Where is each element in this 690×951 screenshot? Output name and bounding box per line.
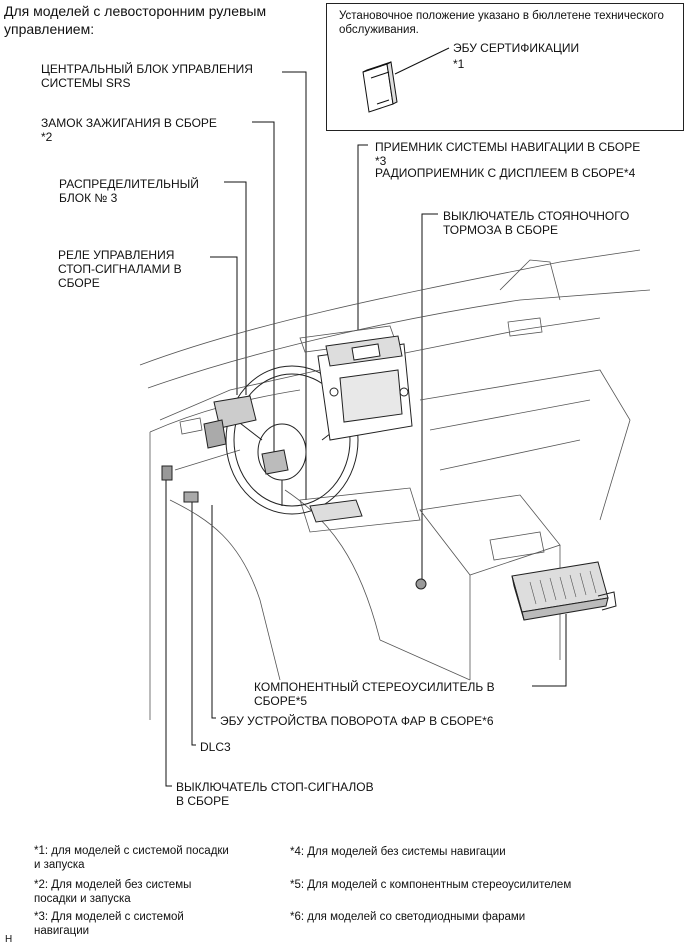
label-nav-receiver: ПРИЕМНИК СИСТЕМЫ НАВИГАЦИИ В СБОРЕ *3: [375, 140, 641, 168]
label-ignition-switch: ЗАМОК ЗАЖИГАНИЯ В СБОРЕ *2: [41, 116, 217, 144]
inset-box: Установочное положение указано в бюллете…: [326, 3, 684, 131]
label-stereo-amplifier: КОМПОНЕНТНЫЙ СТЕРЕОУСИЛИТЕЛЬ В СБОРЕ*5: [254, 680, 495, 708]
footnote-5: *5: Для моделей с компонентным стереоуси…: [290, 879, 572, 891]
footnote-6: *6: для моделей со светодиодными фарами: [290, 911, 526, 923]
inset-part-label: ЭБУ СЕРТИФИКАЦИИ: [453, 41, 580, 55]
label-radio-receiver: РАДИОПРИЕМНИК С ДИСПЛЕЕМ В СБОРЕ*4: [375, 166, 636, 180]
label-dlc3: DLC3: [200, 740, 231, 754]
label-parking-brake-switch: ВЫКЛЮЧАТЕЛЬ СТОЯНОЧНОГО ТОРМОЗА В СБОРЕ: [443, 209, 630, 237]
corner-mark: H: [5, 934, 13, 945]
footnote-4: *4: Для моделей без системы навигации: [290, 846, 506, 858]
label-headlamp-swivel-ecu: ЭБУ УСТРОЙСТВА ПОВОРОТА ФАР В СБОРЕ*6: [220, 714, 494, 728]
label-stop-lamp-switch: ВЫКЛЮЧАТЕЛЬ СТОП-СИГНАЛОВ В СБОРЕ: [176, 780, 374, 808]
inset-part-mark: *1: [453, 57, 465, 71]
footnote-2: *2: Для моделей без системы посадки и за…: [34, 879, 192, 905]
inset-note: Установочное положение указано в бюллете…: [339, 10, 664, 36]
label-srs-unit: ЦЕНТРАЛЬНЫЙ БЛОК УПРАВЛЕНИЯ СИСТЕМЫ SRS: [41, 62, 253, 90]
label-junction-block: РАСПРЕДЕЛИТЕЛЬНЫЙ БЛОК № 3: [59, 177, 199, 205]
page-title: Для моделей с левосторонним рулевым упра…: [4, 3, 267, 37]
label-stop-relay: РЕЛЕ УПРАВЛЕНИЯ СТОП-СИГНАЛАМИ В СБОРЕ: [58, 248, 182, 290]
footnote-3: *3: Для моделей с системой навигации: [34, 911, 184, 937]
certification-ecu-drawing: [362, 47, 450, 113]
footnote-1: *1: для моделей с системой посадки и зап…: [34, 845, 229, 871]
